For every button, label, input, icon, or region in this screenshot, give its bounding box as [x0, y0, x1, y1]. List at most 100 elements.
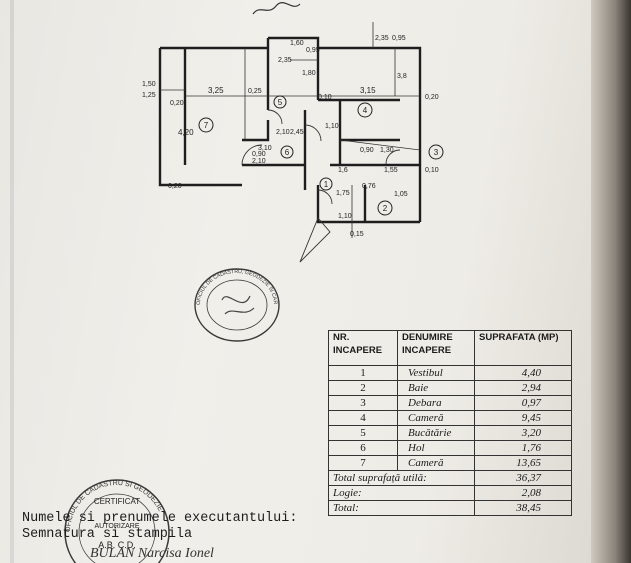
plan-dimension-lines	[160, 22, 421, 238]
dim-label: 0,95	[392, 35, 406, 42]
dim-label: 0,90	[252, 151, 266, 158]
authorization-stamp: OFICIUL DE CADASTRU SI GEODEZIE CERTIFIC…	[64, 479, 170, 563]
dim-label: 1,75	[336, 190, 350, 197]
plan-dimension-labels: 1,60 2,35 0,95 1,80 1,50 1,25 3,25 0,25 …	[142, 35, 439, 238]
dim-label: 1,30	[380, 147, 394, 154]
room-nr: 2	[328, 380, 398, 396]
table-row: 3 Debara 0,97	[328, 395, 572, 411]
dim-label: 0,15	[350, 231, 364, 238]
room-nr: 6	[328, 440, 398, 456]
dim-label: 1,25	[142, 92, 156, 99]
room-name: Hol	[397, 440, 475, 456]
paper-fold	[10, 0, 14, 563]
plan-walls	[158, 36, 422, 224]
dim-label: 2,35	[375, 35, 389, 42]
room-number-6: 6	[285, 148, 290, 157]
dim-label: 1,55	[384, 167, 398, 174]
room-name: Vestibul	[397, 365, 475, 381]
dim-label: 0,76	[362, 183, 376, 190]
top-handwriting-mark	[252, 2, 301, 15]
room-area: 1,76	[474, 440, 572, 456]
dim-label: 2,45	[290, 129, 304, 136]
room-name: Cameră	[397, 455, 475, 471]
cadastre-stamp: OFICIUL DE CADASTRU, GEODEZIE SI CARTOGR…	[192, 266, 280, 342]
total-row: Logie: 2,08	[328, 485, 572, 501]
total-value: 2,08	[474, 485, 572, 501]
dim-label: 0,10	[425, 167, 439, 174]
room-nr: 3	[328, 395, 398, 411]
room-number-4: 4	[363, 106, 368, 115]
room-nr: 4	[328, 410, 398, 426]
room-number-circles	[198, 95, 444, 216]
room-area: 4,40	[474, 365, 572, 381]
dim-label: 1,80	[302, 70, 316, 77]
room-name: Debara	[397, 395, 475, 411]
room-name: Baie	[397, 380, 475, 396]
header-nr: NR. INCAPERE	[328, 330, 398, 366]
handwritten-name: BULAN Narcisa Ionel	[90, 546, 214, 561]
dim-label: 4,20	[178, 128, 194, 137]
dim-label: 0,25	[248, 88, 262, 95]
rooms-table: NR. INCAPERE DENUMIRE INCAPERE SUPRAFATA…	[328, 330, 572, 516]
total-label: Total:	[328, 500, 475, 516]
dim-label: 1,10	[325, 123, 339, 130]
dim-label: 1,6	[338, 167, 348, 174]
dim-label: 3,25	[208, 86, 224, 95]
stamp-certificat: CERTIFICAT	[94, 497, 140, 506]
header-suprafata: SUPRAFATA (MP)	[474, 330, 572, 366]
dim-label: 2,10	[252, 158, 266, 165]
room-number-3: 3	[434, 148, 439, 157]
table-row: 4 Cameră 9,45	[328, 410, 572, 426]
stamp-autorizare: AUTORIZARE	[95, 523, 140, 530]
dim-label: 3,15	[360, 86, 376, 95]
dim-label: 2,35	[278, 57, 292, 64]
total-row: Total: 38,45	[328, 500, 572, 516]
room-area: 0,97	[474, 395, 572, 411]
dim-label: 0,20	[170, 100, 184, 107]
dim-label: 1,50	[142, 81, 156, 88]
paper-edge-shadow	[591, 0, 631, 563]
total-row: Total suprafață utilă: 36,37	[328, 470, 572, 486]
room-number-7: 7	[204, 121, 209, 130]
table-row: 5 Bucătărie 3,20	[328, 425, 572, 441]
signature-label: Semnatura si stampila	[22, 527, 193, 542]
room-area: 2,94	[474, 380, 572, 396]
total-label: Logie:	[328, 485, 475, 501]
stamp-code: A.B. C.D.	[98, 540, 136, 550]
room-number-1: 1	[324, 180, 329, 189]
dim-label: 3,8	[397, 73, 407, 80]
room-nr: 1	[328, 365, 398, 381]
table-row: 2 Baie 2,94	[328, 380, 572, 396]
dim-label: 1,10	[338, 213, 352, 220]
room-nr: 5	[328, 425, 398, 441]
room-number-5: 5	[278, 98, 283, 107]
room-name: Cameră	[397, 410, 475, 426]
dim-label: 0,10	[318, 94, 332, 101]
table-header-row: NR. INCAPERE DENUMIRE INCAPERE SUPRAFATA…	[328, 330, 572, 366]
total-value: 38,45	[474, 500, 572, 516]
floor-plan: 7 2 3 4 5 6 1 1,60 2,35 0,95 1,80 1,50 1…	[142, 22, 444, 263]
room-number-2: 2	[383, 204, 388, 213]
dim-label: 0,20	[425, 94, 439, 101]
dim-label: 0,95	[306, 47, 320, 54]
dim-label: 1,05	[394, 191, 408, 198]
room-area: 13,65	[474, 455, 572, 471]
room-area: 9,45	[474, 410, 572, 426]
total-value: 36,37	[474, 470, 572, 486]
room-name: Bucătărie	[397, 425, 475, 441]
dim-label: 3,10	[258, 145, 272, 152]
room-area: 3,20	[474, 425, 572, 441]
dim-label: 0,20	[168, 183, 182, 190]
table-row: 7 Cameră 13,65	[328, 455, 572, 471]
dim-label: 2,10	[276, 129, 290, 136]
stamp-ring-text: OFICIUL DE CADASTRU, GEODEZIE SI CARTOGR…	[192, 266, 278, 305]
dim-label: 1,60	[290, 40, 304, 47]
total-label: Total suprafață utilă:	[328, 470, 475, 486]
plan-door-swings	[241, 109, 401, 263]
room-numbers: 7 2 3 4 5 6 1	[204, 98, 439, 213]
table-row: 1 Vestibul 4,40	[328, 365, 572, 381]
room-nr: 7	[328, 455, 398, 471]
dim-label: 0,90	[360, 147, 374, 154]
executant-name-label: Numele si prenumele executantului:	[22, 511, 298, 526]
